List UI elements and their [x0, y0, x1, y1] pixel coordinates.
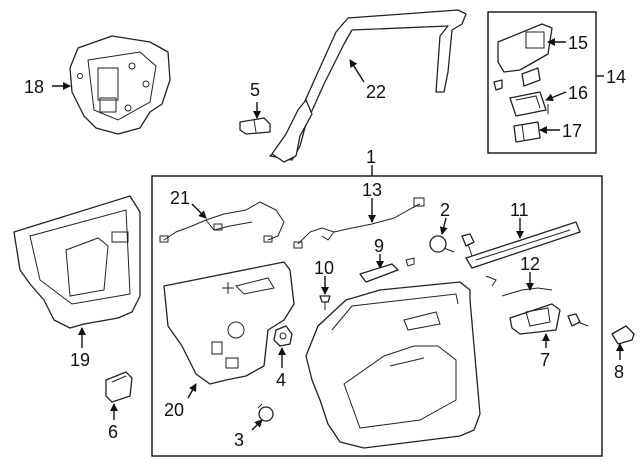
leader-22	[349, 59, 365, 83]
bolt-upper	[461, 233, 475, 257]
callout-3: 3	[234, 430, 244, 450]
callout-22: 22	[366, 82, 386, 102]
part-18-bracket	[69, 35, 171, 135]
callout-2: 2	[440, 200, 450, 220]
part-21-wiring-harness	[159, 201, 285, 243]
callout-21: 21	[170, 188, 190, 208]
callout-12: 12	[520, 254, 540, 274]
callout-1: 1	[366, 147, 376, 167]
callout-13: 13	[362, 180, 382, 200]
leader-21	[191, 203, 207, 219]
part-17-switch-connector	[513, 121, 541, 143]
callout-15: 15	[568, 33, 588, 53]
switch-group-frame	[487, 11, 597, 154]
door-trim-assembly-frame	[151, 175, 603, 457]
part-20-inner-panel	[163, 261, 295, 385]
part-4-nut	[273, 325, 293, 347]
part-9-handle-insert	[359, 257, 415, 283]
part-7-inside-handle	[509, 303, 561, 335]
part-12-cable	[485, 275, 553, 297]
part-16-window-switch	[493, 67, 549, 117]
part-11-trim-strip	[465, 221, 581, 269]
part-3-screw	[257, 403, 274, 422]
leader-2	[439, 217, 448, 235]
leader-20	[187, 383, 197, 399]
part-15-switch-bezel	[497, 23, 553, 73]
part-8-cap	[611, 325, 635, 345]
callout-14: 14	[606, 67, 626, 87]
callout-10: 10	[314, 258, 334, 278]
callout-9: 9	[374, 236, 384, 256]
part-19-trim-panel	[13, 195, 141, 329]
callout-5: 5	[250, 80, 260, 100]
callout-16: 16	[568, 83, 588, 103]
callout-20: 20	[164, 400, 184, 420]
callout-18: 18	[24, 77, 44, 97]
bolt-handle	[567, 313, 589, 327]
callout-8: 8	[614, 362, 624, 382]
callout-4: 4	[276, 370, 286, 390]
part-5-clip	[239, 117, 271, 135]
callout-7: 7	[540, 350, 550, 370]
part-13-wiring-harness	[293, 197, 425, 249]
part-2-push-pin	[429, 235, 455, 253]
callout-19: 19	[70, 350, 90, 370]
callout-11: 11	[510, 200, 529, 220]
part-1-door-trim-panel	[305, 281, 481, 449]
callout-6: 6	[108, 422, 118, 442]
part-10-retainer	[319, 295, 331, 310]
leader-3	[251, 419, 263, 431]
callout-17: 17	[562, 121, 582, 141]
part-6-clip	[105, 371, 133, 403]
part-22-window-molding	[269, 9, 467, 163]
leader-16	[545, 91, 567, 102]
